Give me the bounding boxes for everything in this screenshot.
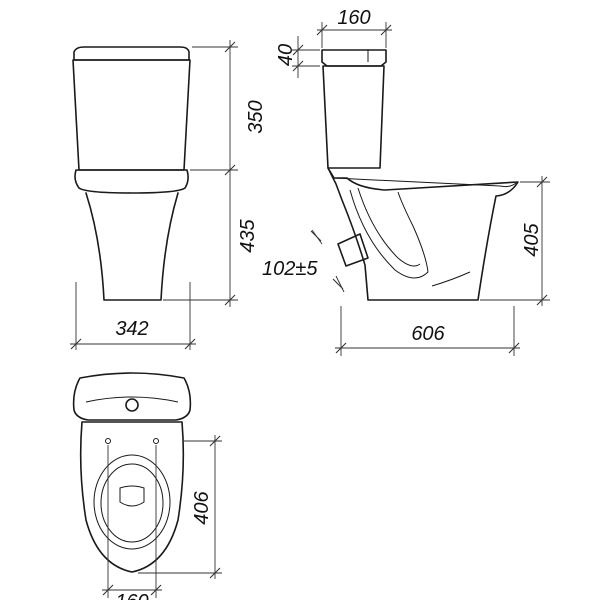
tank-height-label: 350 — [245, 100, 267, 133]
side-bowl-rim — [333, 177, 517, 188]
seat-hinge-hole-left — [105, 438, 111, 444]
top-drain — [119, 485, 145, 507]
front-bowl-rim — [74, 169, 189, 194]
side-trapway — [349, 189, 429, 279]
side-tank-body — [322, 65, 385, 169]
side-view — [321, 49, 519, 301]
top-hole-spacing-label: 160 — [115, 591, 148, 600]
front-width-label: 342 — [115, 318, 148, 340]
side-dimensions: 160 40 405 606 102±5 — [262, 7, 550, 356]
top-depth-label: 406 — [191, 490, 213, 524]
side-lid-height-label: 40 — [275, 44, 297, 66]
front-tank-lid — [73, 46, 190, 61]
top-tank-inner — [85, 396, 179, 403]
top-dimensions: 406 160 — [102, 435, 222, 600]
base-height-label: 435 — [237, 218, 259, 252]
seat-hinge-hole-right — [153, 438, 159, 444]
front-pedestal — [85, 192, 179, 301]
side-bowl-height-label: 405 — [521, 222, 543, 256]
side-outlet — [337, 233, 369, 267]
flush-button-icon — [125, 398, 139, 412]
side-length-label: 606 — [411, 323, 445, 345]
top-bowl-inner — [100, 463, 164, 543]
side-trapway-inner — [357, 187, 421, 267]
top-bowl-opening — [93, 454, 171, 550]
front-dimensions: 350 435 342 — [70, 40, 267, 350]
top-view — [72, 372, 192, 573]
outlet-height-label: 102±5 — [262, 258, 318, 280]
side-bowl-outer — [327, 167, 519, 301]
front-tank-body — [72, 59, 191, 171]
front-view — [72, 46, 191, 301]
top-tank-outline — [72, 372, 192, 421]
side-tank-depth-label: 160 — [337, 7, 370, 29]
top-seat-outline — [79, 421, 185, 573]
side-tank-lid — [321, 49, 387, 67]
